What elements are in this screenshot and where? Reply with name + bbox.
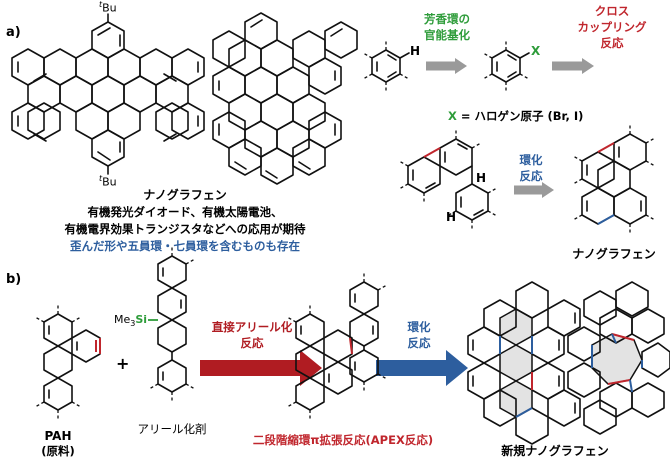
plus-sign: + bbox=[116, 354, 130, 373]
atom-h-label: H bbox=[410, 44, 421, 58]
cyclization-label-a-1: 環化 bbox=[519, 153, 543, 167]
arrow-coupling-head bbox=[582, 58, 594, 74]
tbu-bottom-t: t bbox=[99, 174, 103, 183]
coupling-label-2: カップリング bbox=[577, 20, 647, 34]
tbu-bottom-label: tBu bbox=[99, 175, 117, 188]
new-nanographene-label: 新規ナノグラフェン bbox=[501, 444, 609, 458]
arrow-cyclization-a-head bbox=[542, 182, 554, 198]
caption-line-1: 有機発光ダイオード、有機太陽電池、 bbox=[87, 205, 283, 219]
apex-arrow-label-1: 直接アリール化 bbox=[211, 320, 293, 334]
functionalization-label-1: 芳香環の bbox=[424, 12, 470, 26]
arrow-apex bbox=[200, 350, 322, 386]
new-nanographene-2-structure bbox=[567, 281, 670, 435]
aryl-reagent-structure bbox=[148, 246, 196, 402]
caption-line-2: 有機電界効果トランジスタなどへの応用が期待 bbox=[64, 222, 306, 236]
caption-line-3: 歪んだ形や五員環・七員環を含むものも存在 bbox=[70, 239, 300, 253]
tbu-top-bu: Bu bbox=[102, 1, 117, 15]
atom-x-label: X bbox=[531, 44, 541, 58]
tbu-top-t: t bbox=[99, 0, 103, 9]
aryl-reagent-label: アリール化剤 bbox=[137, 422, 207, 436]
coupling-label-1: クロス bbox=[594, 4, 630, 18]
arrow-cyclization-b bbox=[376, 350, 468, 386]
cyclization-label-b-1: 環化 bbox=[407, 320, 431, 334]
coupling-label-3: 反応 bbox=[600, 36, 624, 50]
terphenyl-structure bbox=[398, 129, 498, 230]
tbu-top-label: tBu bbox=[99, 1, 117, 14]
terphenyl-h1: H bbox=[476, 171, 487, 185]
tbu-pah-structure bbox=[11, 13, 205, 175]
halogen-x: X bbox=[448, 109, 457, 123]
product-label-a: ナノグラフェン bbox=[572, 247, 656, 261]
si-sub: 3 bbox=[130, 319, 136, 329]
terphenyl-h2: H bbox=[446, 210, 457, 224]
si-me: Me bbox=[114, 313, 131, 326]
pah-label: PAH bbox=[44, 429, 72, 443]
pah-sub-label: (原料) bbox=[41, 444, 75, 458]
apex-arrow-label-2: 反応 bbox=[240, 336, 264, 350]
cyclization-label-a-2: 反応 bbox=[519, 169, 543, 183]
tbu-bottom-bu: Bu bbox=[102, 175, 117, 189]
benzene-h-structure bbox=[362, 40, 410, 92]
apex-intermediate-structure bbox=[286, 272, 388, 420]
panel-b-label: b) bbox=[6, 272, 22, 287]
cyclized-product-structure bbox=[572, 124, 656, 234]
cyclization-label-b-2: 反応 bbox=[407, 336, 431, 350]
panel-a-label: a) bbox=[6, 25, 21, 40]
new-nanographene-1-structure bbox=[467, 281, 581, 445]
benzene-x-structure bbox=[482, 40, 530, 92]
si-atom: Si bbox=[135, 313, 148, 326]
caption-title: ナノグラフェン bbox=[143, 188, 227, 202]
si-label: Me3Si bbox=[114, 314, 147, 328]
halogen-definition: X = ハロゲン原子 (Br, I) bbox=[448, 109, 584, 123]
pah-structure bbox=[34, 304, 101, 420]
curved-nanographene-structure bbox=[212, 12, 358, 185]
apex-reaction-label: 二段階縮環π拡張反応(APEX反応) bbox=[252, 433, 434, 447]
functionalization-label-2: 官能基化 bbox=[424, 28, 470, 42]
halogen-text: = ハロゲン原子 (Br, I) bbox=[456, 109, 584, 123]
arrow-functionalization-head bbox=[455, 58, 467, 74]
